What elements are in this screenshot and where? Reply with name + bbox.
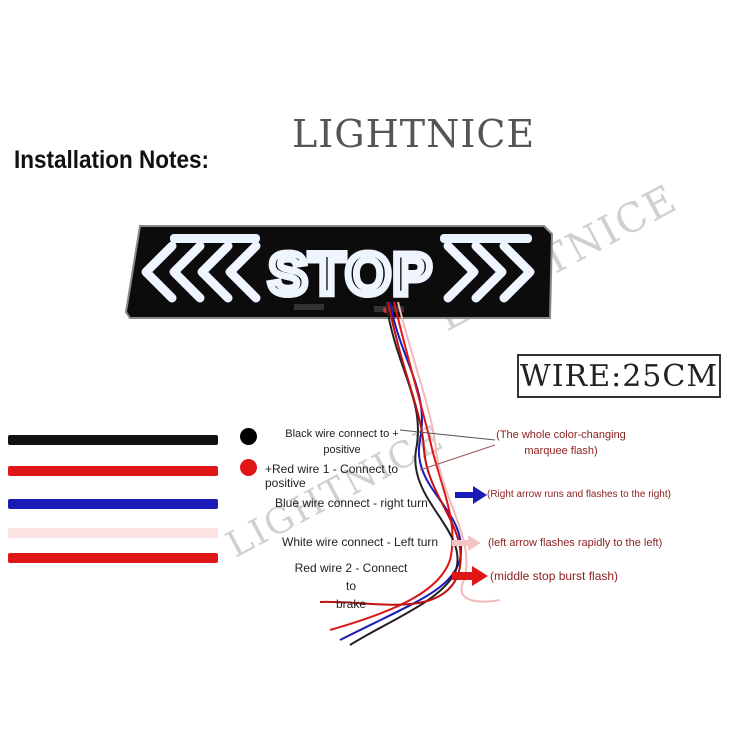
red-dot-icon (240, 459, 257, 476)
cable-bundle (319, 301, 500, 646)
brand-logo-text: LIGHTNICE (292, 112, 536, 156)
wire-label-white: White wire connect - Left turn (282, 535, 439, 549)
note-white-wire: (left arrow flashes rapidly to the left) (488, 537, 663, 549)
page-title: Installation Notes: (14, 146, 210, 174)
wire-bar-blue (8, 499, 218, 509)
pink-arrow-icon (452, 535, 481, 551)
wire-length-label: WIRE:25CM (517, 354, 721, 398)
red-arrow-icon (452, 566, 488, 586)
wire-bar-red-1 (8, 466, 218, 476)
led-sign-panel: STOP (124, 225, 554, 319)
note-blue-wire: (Right arrow runs and flashes to the rig… (487, 489, 671, 500)
wire-label-blue: Blue wire connect - right turn (275, 496, 428, 510)
black-dot-icon (240, 428, 257, 445)
wire-bar-white (8, 528, 218, 538)
stop-leds: STOP (269, 242, 434, 307)
wire-label-red-2: Red wire 2 - Connect to brake (294, 561, 408, 611)
right-arrow-icon (455, 486, 487, 504)
note-black-wire: (The whole color-changing marquee flash) (496, 429, 626, 457)
wire-bar-black (8, 435, 218, 445)
left-arrow-leds (141, 241, 261, 303)
wire-label-red-1: +Red wire 1 - Connect to positive (265, 462, 399, 490)
wire-bar-red-2 (8, 553, 218, 563)
wire-label-black: Black wire connect to + positive (285, 428, 399, 456)
right-arrow-leds (443, 241, 535, 303)
note-red-wire-2: (middle stop burst flash) (490, 569, 619, 583)
